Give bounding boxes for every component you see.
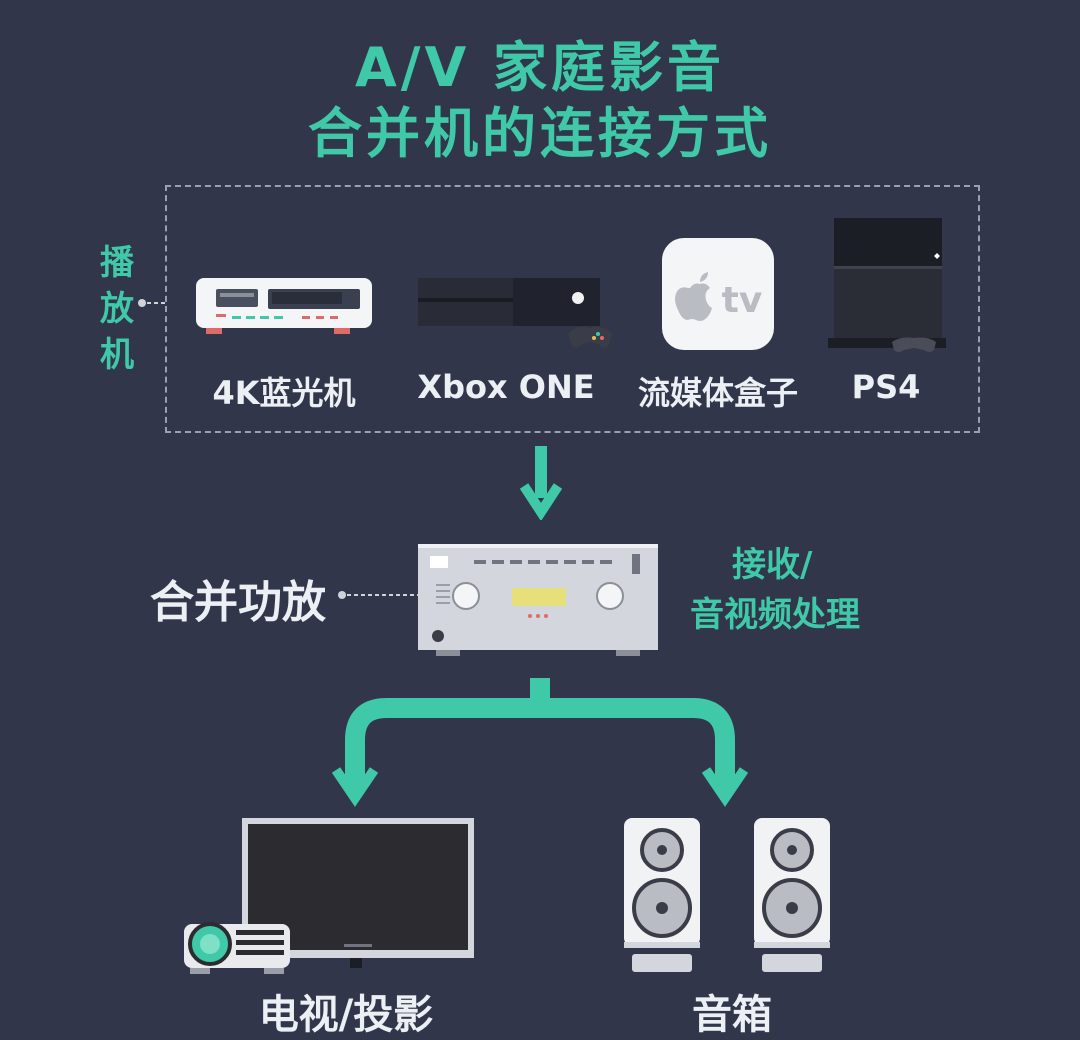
apple-tv-icon: tv [662,238,774,350]
device-label-ps4: PS4 [851,368,921,406]
amplifier-desc-line-1: 接收/ [732,545,813,585]
players-group-label: 播 放 机 [96,240,138,378]
players-label-char-2: 放 [100,289,134,329]
players-label-char-1: 播 [100,243,134,283]
amplifier-desc-line-2: 音视频处理 [690,595,860,635]
players-label-char-3: 机 [100,335,134,375]
split-arrow-icon [331,678,749,807]
amplifier-description: 接收/ 音视频处理 [690,540,870,640]
players-group-box [165,185,980,433]
arrow-down-icon [520,446,562,520]
output-label-tv: 电视/投影 [258,992,434,1038]
av-receiver-icon [418,544,658,656]
device-label-streaming-box: 流媒体盒子 [637,374,798,412]
amplifier-label-connector [338,591,422,599]
apple-tv-wordmark: tv [722,280,763,321]
tv-projector-icon [184,818,474,974]
players-label-connector [138,299,166,307]
device-label-bluray: 4K蓝光机 [212,374,356,412]
title-line-1: A/V 家庭影音 [354,36,726,99]
amplifier-label: 合并功放 [150,577,326,628]
speakers-icon [624,818,830,972]
device-label-xbox: Xbox ONE [417,368,595,406]
xbox-console-icon [418,278,612,348]
title-line-2: 合并机的连接方式 [308,102,772,165]
output-label-speakers: 音箱 [692,992,772,1038]
bluray-player-icon [196,278,372,334]
ps4-console-icon [828,218,946,352]
